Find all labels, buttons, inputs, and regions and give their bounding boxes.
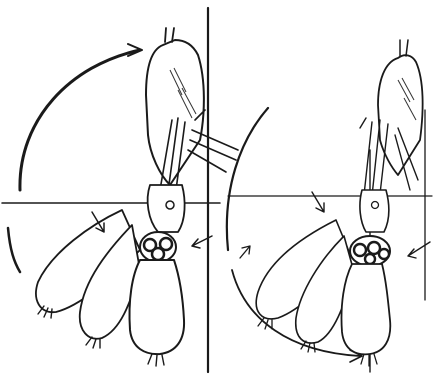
left-lower-body-main (129, 260, 184, 354)
right-panel (227, 40, 432, 372)
right-rotation-arc (227, 108, 268, 250)
right-torso (360, 190, 389, 232)
left-panel (2, 8, 238, 372)
right-upper-tip (400, 40, 408, 56)
right-lower-body-main (341, 264, 390, 354)
right-head-cluster (350, 236, 390, 266)
left-upper-tip (165, 28, 174, 42)
right-pointer-arrow-3 (240, 246, 250, 258)
left-head-cluster (140, 232, 176, 262)
left-torso (148, 185, 185, 232)
left-rotation-arc (20, 50, 140, 190)
right-pointer-arrow-1 (312, 192, 324, 212)
left-rotation-arc-lower (8, 228, 20, 272)
right-pointer-arrow-2 (408, 242, 430, 258)
